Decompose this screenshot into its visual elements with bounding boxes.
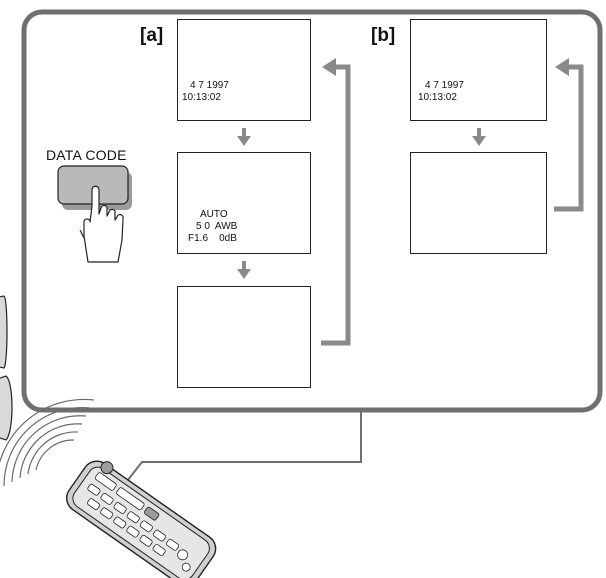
data-code-button-label: DATA CODE <box>46 147 127 163</box>
remote-control <box>65 460 217 578</box>
return-arrow-a <box>321 58 351 346</box>
panel-b-label: [b] <box>371 25 396 46</box>
screen-b1: 4 7 1997 10:13:02 <box>410 19 547 121</box>
down-arrow-b1 <box>472 128 486 146</box>
remote-data-code-key <box>100 461 114 475</box>
screen-a3 <box>177 286 311 388</box>
infrared-signal-icon <box>0 398 95 487</box>
osd-shutter-wb-a2: 5 0 AWB <box>196 221 238 232</box>
screen-b2 <box>410 152 547 254</box>
screen-a2: AUTO 5 0 AWB F1.6 0dB <box>177 152 311 254</box>
osd-time-b1: 10:13:02 <box>418 92 457 103</box>
panel-a-label: [a] <box>140 25 164 46</box>
osd-mode-a2: AUTO <box>200 209 228 220</box>
osd-date-a1: 4 7 1997 <box>190 80 229 91</box>
down-arrow-a2 <box>237 261 251 279</box>
connector-line <box>119 410 362 491</box>
osd-time-a1: 10:13:02 <box>182 92 221 103</box>
return-arrow-b <box>554 58 584 212</box>
pressing-hand-icon <box>79 185 124 263</box>
down-arrow-a1 <box>237 128 251 146</box>
osd-aperture-gain-a2: F1.6 0dB <box>188 233 237 244</box>
screen-a1: 4 7 1997 10:13:02 <box>177 19 311 121</box>
osd-date-b1: 4 7 1997 <box>425 80 464 91</box>
camcorder-partial <box>0 295 13 441</box>
